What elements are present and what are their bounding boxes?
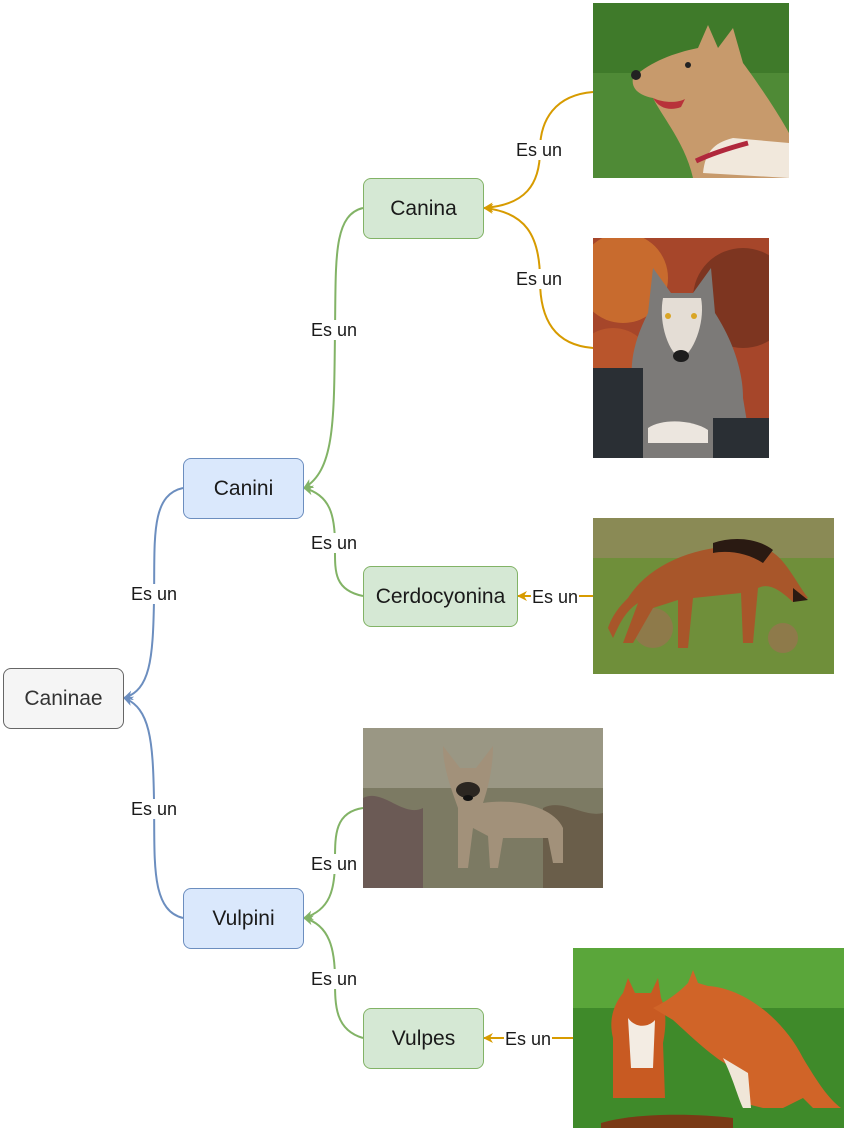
node-canini[interactable]: Canini — [183, 458, 304, 519]
edge-label: Es un — [309, 854, 359, 874]
wolf-photo[interactable] — [593, 238, 769, 458]
edge-label: Es un — [530, 587, 580, 607]
node-label: Vulpes — [391, 1026, 456, 1050]
node-label: Vulpini — [212, 906, 275, 930]
node-cerdocyonina[interactable]: Cerdocyonina — [363, 566, 518, 627]
node-canina[interactable]: Canina — [363, 178, 484, 239]
bat-eared-fox-photo[interactable] — [363, 728, 603, 888]
edge-label: Es un — [514, 140, 564, 160]
node-vulpini[interactable]: Vulpini — [183, 888, 304, 949]
node-caninae[interactable]: Caninae — [3, 668, 124, 729]
edge-label: Es un — [129, 799, 179, 819]
maned-wolf-photo[interactable] — [593, 518, 834, 674]
edge-canina-canini — [303, 207, 364, 489]
node-label: Canini — [213, 476, 274, 500]
edge-label: Es un — [309, 969, 359, 989]
edge-label: Es un — [129, 584, 179, 604]
node-vulpes[interactable]: Vulpes — [363, 1008, 484, 1069]
red-foxes-photo[interactable] — [573, 948, 844, 1128]
edge-label: Es un — [309, 320, 359, 340]
edge-label: Es un — [514, 269, 564, 289]
node-label: Canina — [390, 196, 457, 220]
node-label: Cerdocyonina — [375, 584, 506, 608]
node-label: Caninae — [24, 686, 103, 710]
edge-label: Es un — [503, 1029, 553, 1049]
edge-label: Es un — [309, 533, 359, 553]
dog-photo[interactable] — [593, 3, 789, 178]
